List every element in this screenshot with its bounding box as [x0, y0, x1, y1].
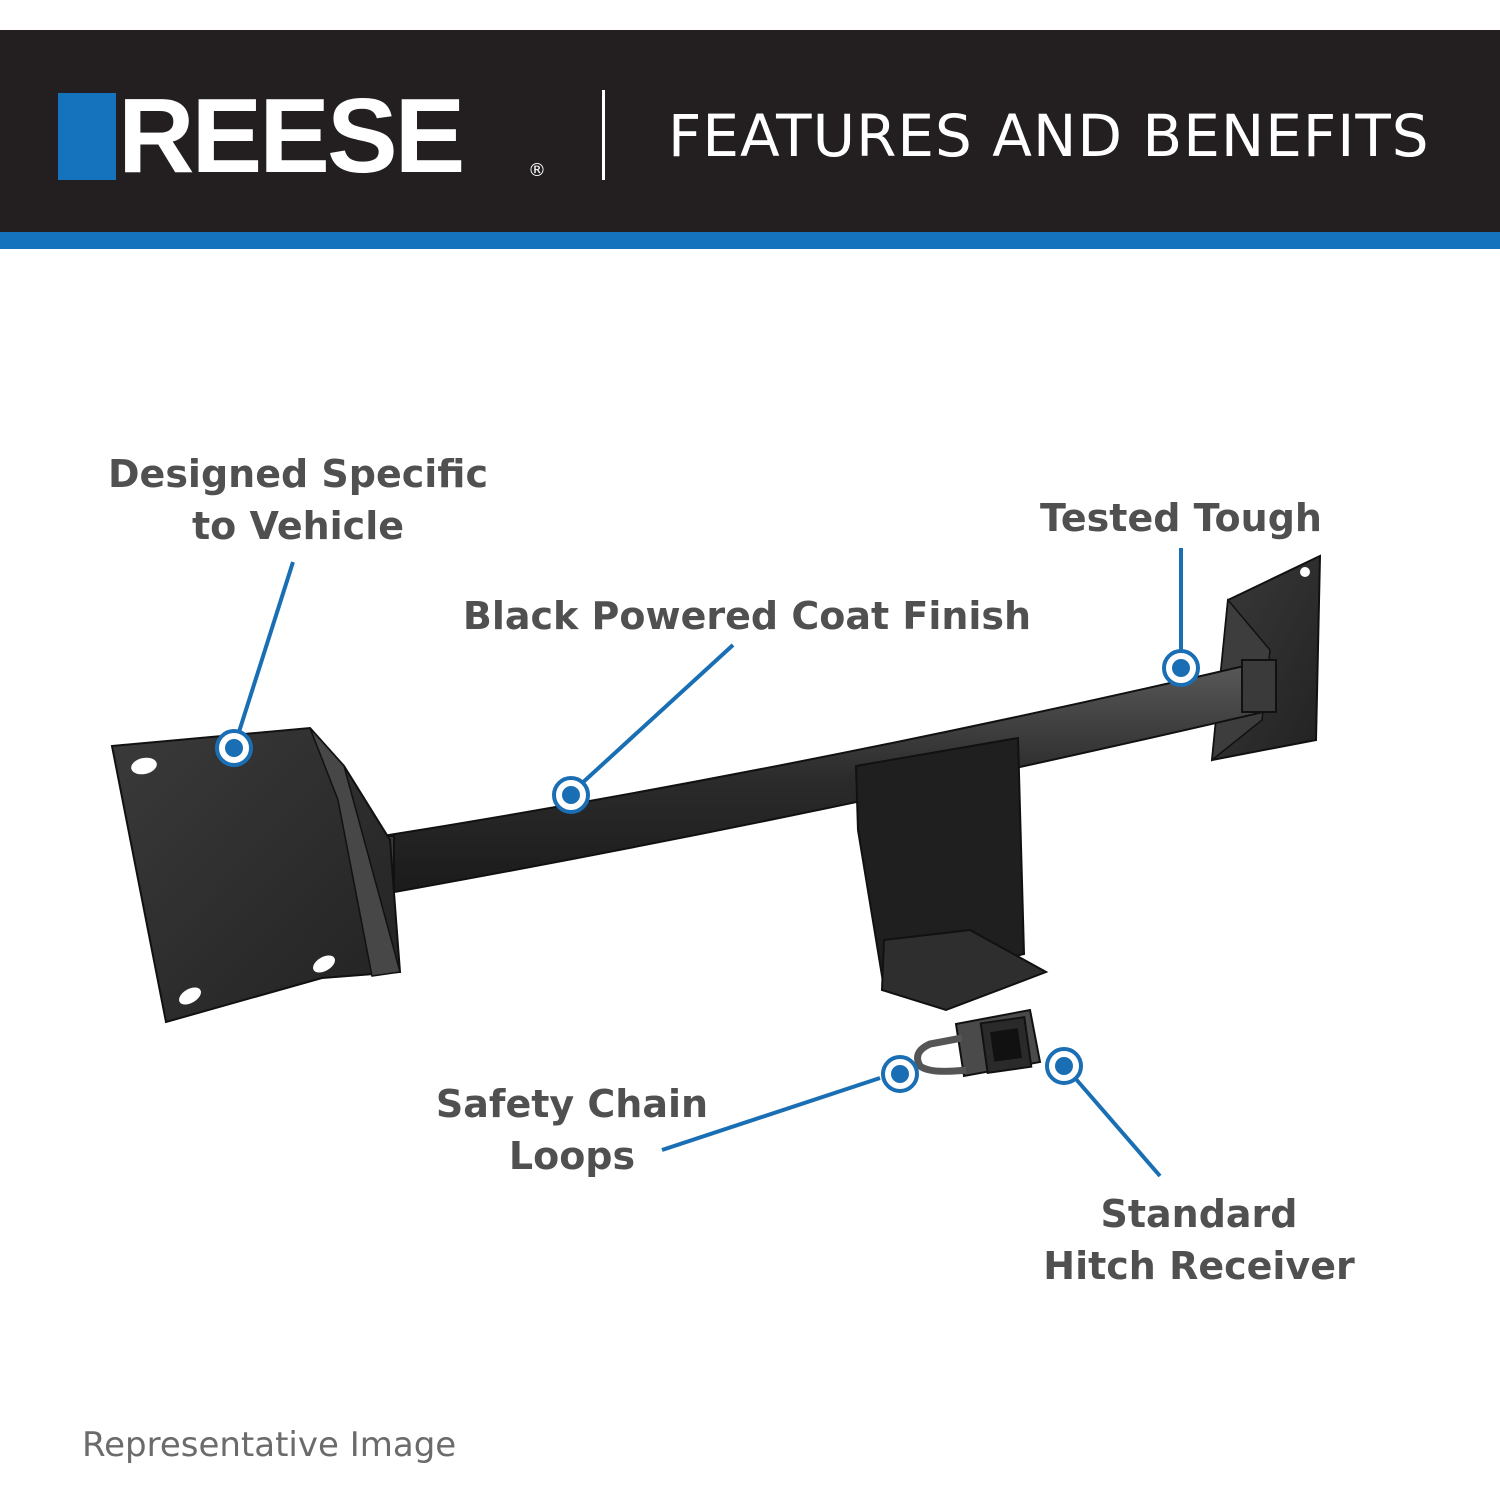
representative-image-note: Representative Image [82, 1425, 457, 1465]
receiver-tube [954, 1008, 1042, 1078]
callout-tested-tough: Tested Tough [1040, 496, 1322, 540]
callout-receiver-line2: Hitch Receiver [1043, 1244, 1355, 1288]
safety-chain-loop [914, 1034, 967, 1075]
callout-hitch-receiver: Standard Hitch Receiver [1024, 1188, 1374, 1292]
callout-dot-safety [881, 1055, 919, 1093]
drop-shank [854, 736, 1049, 1012]
callout-designed-line1: Designed Specific [108, 452, 488, 496]
callout-dot-finish [552, 776, 590, 814]
callout-dot-receiver [1045, 1047, 1083, 1085]
callout-safety-chain-loops: Safety Chain Loops [420, 1078, 724, 1182]
brand-logo-bar [58, 93, 116, 180]
callout-designed-specific: Designed Specific to Vehicle [90, 448, 506, 552]
callout-receiver-line1: Standard [1100, 1192, 1298, 1236]
callout-black-coat-finish: Black Powered Coat Finish [462, 594, 1032, 638]
cross-bar [345, 658, 1277, 915]
header-accent-stripe [0, 232, 1500, 249]
callout-safety-line2: Loops [508, 1134, 636, 1178]
page-title: FEATURES AND BENEFITS [668, 102, 1430, 170]
right-mounting-bracket [1210, 554, 1322, 762]
registered-mark: ® [528, 160, 546, 181]
header-banner [0, 30, 1500, 232]
callout-safety-line1: Safety Chain [435, 1082, 709, 1126]
callout-dot-tested [1162, 649, 1200, 687]
callout-leader-lines [236, 548, 1183, 1178]
brand-logo: REESE [118, 77, 465, 195]
callout-designed-line2: to Vehicle [191, 504, 404, 548]
left-mounting-bracket [110, 726, 402, 1024]
header-divider [602, 90, 605, 180]
callout-dot-designed [215, 729, 253, 767]
